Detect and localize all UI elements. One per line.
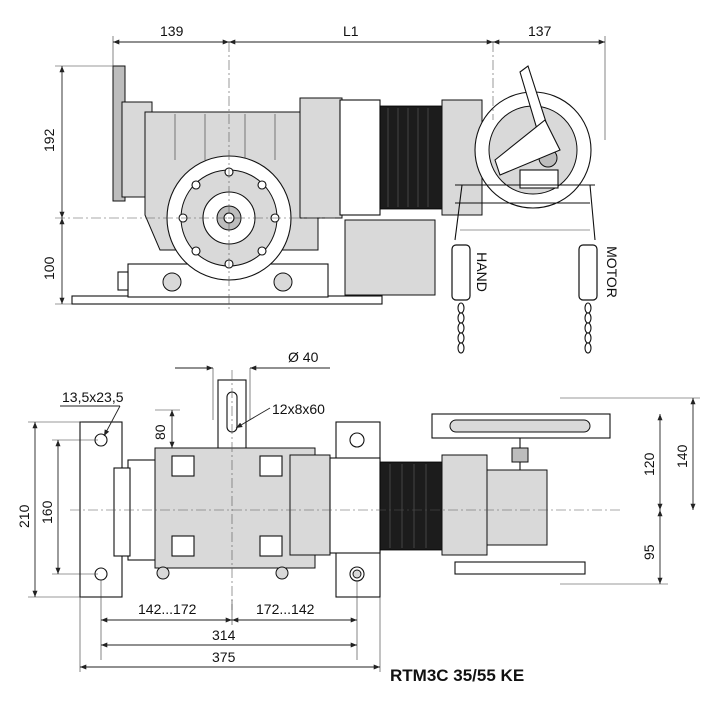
left-end-cap (113, 467, 131, 557)
dim-137: 137 (528, 23, 552, 39)
motor-chain (584, 302, 592, 354)
hand-label: HAND (474, 252, 490, 292)
motor-end-cap (339, 99, 381, 216)
dim-100: 100 (41, 256, 57, 280)
bolt-pad-3 (171, 535, 195, 557)
dim-95: 95 (641, 544, 657, 560)
motor-winding-top (379, 461, 443, 551)
bottom-bracket (454, 561, 586, 575)
model-title: RTM3C 35/55 KE (390, 666, 524, 685)
dim-l1: L1 (343, 23, 359, 39)
side-bolt-right (273, 272, 293, 292)
chain-track (449, 419, 591, 433)
hand-chain (457, 302, 465, 354)
motor-label: MOTOR (604, 246, 620, 298)
dim-shaft-diameter: Ø 40 (288, 349, 319, 365)
bolt-pad-2 (259, 455, 283, 477)
dim-142-172: 142...172 (138, 601, 197, 617)
dim-192: 192 (41, 128, 57, 152)
bolt-pad-4 (259, 535, 283, 557)
motor-flange (299, 97, 343, 219)
release-arm (494, 119, 561, 176)
dim-210: 210 (16, 504, 32, 528)
motor-rear-top (441, 454, 488, 556)
release-block (519, 169, 559, 189)
side-bolt-left (162, 272, 182, 292)
bolt-pad-1 (171, 455, 195, 477)
release-housing-top (486, 469, 548, 546)
dim-160: 160 (39, 500, 55, 524)
right-top-hole (349, 432, 365, 448)
motor-winding (379, 105, 443, 210)
dim-80: 80 (152, 424, 168, 440)
dim-314: 314 (212, 627, 236, 643)
terminal-box (344, 219, 436, 296)
motor-chain-handle[interactable]: MOTOR (578, 244, 620, 301)
gear-motor-adapter (289, 454, 331, 556)
dim-120: 120 (641, 452, 657, 476)
motor-front-top (329, 457, 381, 554)
side-bolt-head (117, 271, 129, 291)
dim-139: 139 (160, 23, 184, 39)
dim-slot: 12x8x60 (272, 401, 325, 417)
hand-chain-handle[interactable]: HAND (451, 244, 490, 301)
top-view: Ø 40 13,5x23,5 12x8x60 80 210 160 140 12… (16, 349, 700, 672)
dim-172-142: 172...142 (256, 601, 315, 617)
dim-140: 140 (674, 444, 690, 468)
side-view: HAND MOTOR 139 L1 137 (41, 23, 620, 354)
dim-hole: 13,5x23,5 (62, 389, 124, 405)
dim-375: 375 (212, 649, 236, 665)
